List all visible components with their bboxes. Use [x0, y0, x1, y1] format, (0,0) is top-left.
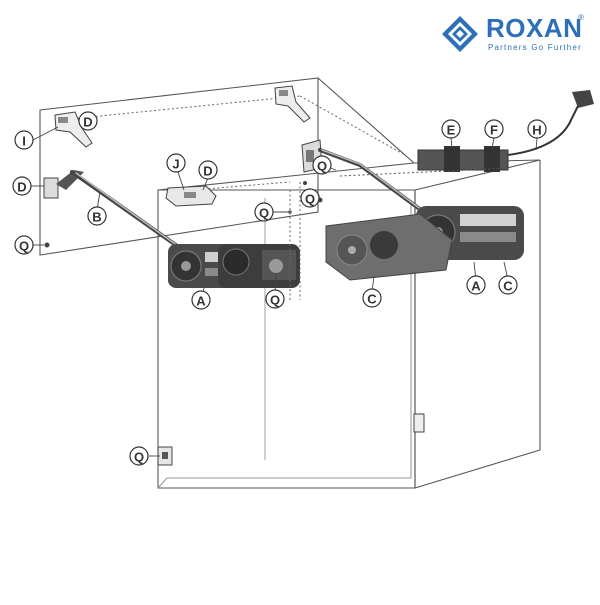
- callout-Q-2: Q: [254, 202, 274, 222]
- svg-text:D: D: [203, 164, 212, 179]
- lift-mechanism-left-inner: [218, 244, 300, 288]
- callout-B: B: [87, 206, 107, 226]
- callout-C-1: C: [362, 288, 382, 308]
- callout-D-2: D: [12, 176, 32, 196]
- cabinet-catch: [157, 446, 173, 466]
- brand-tagline: Partners Go Further: [488, 43, 582, 52]
- svg-text:Q: Q: [270, 293, 280, 308]
- svg-text:Q: Q: [305, 192, 315, 207]
- svg-text:I: I: [22, 134, 26, 149]
- lift-arm-right: [318, 148, 442, 226]
- roxan-logo-icon: [442, 16, 478, 52]
- callout-Q-6: Q: [129, 446, 149, 466]
- svg-text:E: E: [447, 123, 456, 138]
- callout-Q-1: Q: [14, 235, 34, 255]
- callout-A-1: A: [191, 290, 211, 310]
- callout-F: F: [484, 119, 504, 139]
- drive-unit: [339, 146, 511, 177]
- callout-leaders: [30, 123, 538, 457]
- door-hinge-left: [54, 111, 93, 148]
- svg-text:A: A: [471, 279, 481, 294]
- callout-C-2: C: [498, 275, 518, 295]
- brand-name: ROXAN: [486, 13, 583, 43]
- svg-text:Q: Q: [259, 206, 269, 221]
- svg-text:D: D: [17, 180, 26, 195]
- callout-Q-4: Q: [300, 188, 320, 208]
- callout-H: H: [527, 119, 547, 139]
- svg-text:F: F: [490, 123, 498, 138]
- cover-cap: [325, 213, 453, 281]
- callout-Q-5: Q: [265, 289, 285, 309]
- svg-text:J: J: [172, 157, 179, 172]
- lift-arm-left: [70, 170, 182, 250]
- svg-text:Q: Q: [134, 450, 144, 465]
- cabinet-side-hinge: [413, 413, 425, 433]
- callout-E: E: [441, 119, 461, 139]
- cabinet-body: [157, 159, 541, 489]
- svg-text:C: C: [367, 292, 377, 307]
- power-cable: [507, 90, 594, 156]
- svg-text:A: A: [196, 294, 206, 309]
- brand-registered-mark: ®: [578, 13, 584, 22]
- cabinet-top-bracket: [165, 185, 217, 207]
- brand-logo: ROXAN ® Partners Go Further: [440, 12, 590, 56]
- svg-text:H: H: [532, 123, 541, 138]
- callout-Q-3: Q: [312, 155, 332, 175]
- door-hinge-right: [274, 85, 311, 123]
- svg-text:D: D: [83, 115, 92, 130]
- callout-A-2: A: [466, 275, 486, 295]
- svg-text:Q: Q: [19, 239, 29, 254]
- svg-text:Q: Q: [317, 159, 327, 174]
- lifted-door-panel: [39, 77, 415, 256]
- svg-text:B: B: [92, 210, 101, 225]
- callout-D-3: D: [198, 160, 218, 180]
- callout-I-1: I: [14, 130, 34, 150]
- svg-text:C: C: [503, 279, 513, 294]
- callout-D-1: D: [78, 111, 98, 131]
- callout-J: J: [166, 153, 186, 173]
